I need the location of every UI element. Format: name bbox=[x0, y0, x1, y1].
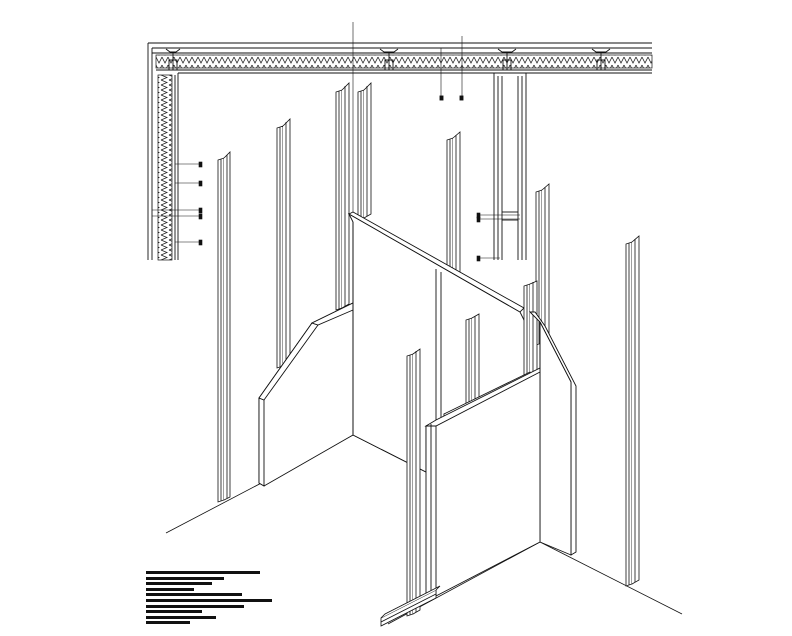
stud-front bbox=[406, 348, 421, 617]
bottom-track bbox=[380, 585, 441, 627]
note-line bbox=[146, 571, 260, 574]
plan-stud-2 bbox=[379, 48, 399, 71]
stud-junction bbox=[523, 280, 538, 377]
gypsum-board-front bbox=[424, 367, 541, 601]
note-line bbox=[146, 576, 224, 580]
stud-center-front bbox=[465, 313, 480, 413]
plan-callouts-right bbox=[476, 212, 520, 262]
plan-stud-4 bbox=[591, 48, 611, 71]
stud-left-2 bbox=[276, 118, 291, 369]
note-line bbox=[146, 610, 202, 614]
stud-back-right bbox=[535, 183, 550, 346]
wall-insulation-horizontal bbox=[155, 54, 653, 69]
plan-callouts-left bbox=[152, 161, 203, 246]
plan-section bbox=[147, 22, 653, 300]
drawing-notes-block bbox=[146, 571, 272, 627]
stud-far-left bbox=[217, 151, 231, 503]
note-line bbox=[146, 593, 242, 597]
note-line bbox=[146, 598, 272, 602]
note-line bbox=[146, 587, 194, 591]
plan-stud-3 bbox=[497, 48, 517, 71]
note-line bbox=[146, 621, 190, 625]
stud-corner-b bbox=[357, 82, 372, 221]
stud-far-right bbox=[625, 235, 640, 587]
stud-corner-a bbox=[335, 82, 350, 311]
note-line bbox=[146, 615, 216, 619]
front-stud-and-track bbox=[380, 348, 441, 627]
note-line bbox=[146, 582, 212, 586]
note-line bbox=[146, 604, 244, 608]
gypsum-board-left bbox=[258, 302, 354, 487]
plan-stud-1 bbox=[165, 48, 181, 71]
wall-insulation-vertical bbox=[157, 74, 173, 261]
